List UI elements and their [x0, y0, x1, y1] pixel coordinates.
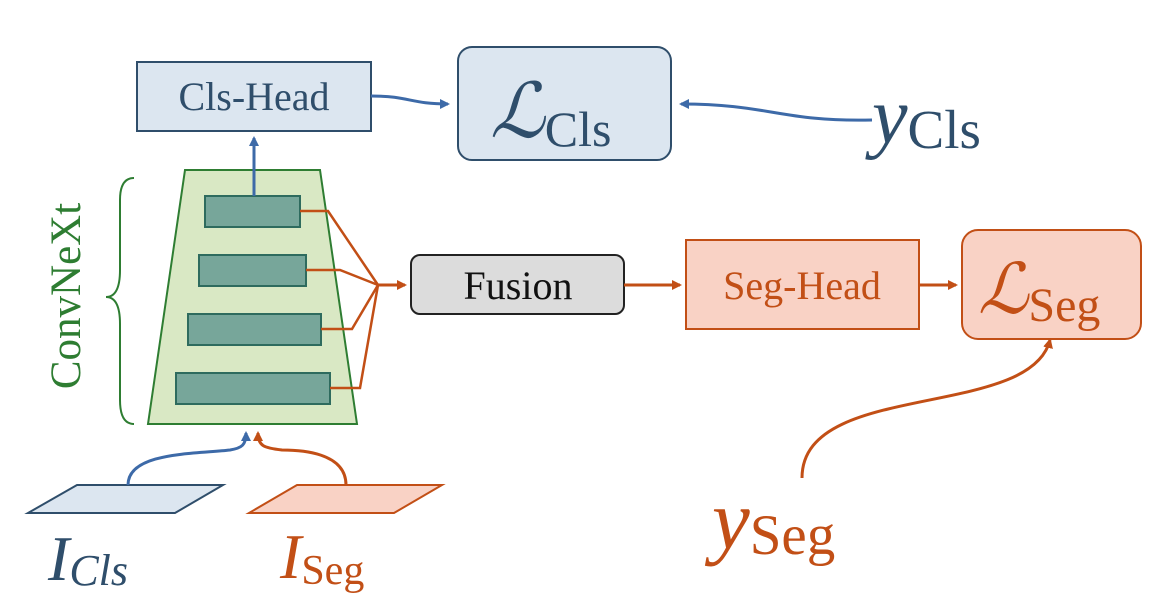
loss-cls-label: ℒCls [490, 66, 611, 157]
arrow-ycls-to-loss [679, 99, 873, 122]
seg-head-label: Seg-Head [723, 263, 881, 308]
loss-seg-label: ℒSeg [978, 248, 1100, 332]
input-seg-symbol: I [279, 521, 304, 592]
input-seg-sub: Seg [301, 548, 364, 594]
connector-stage-4 [330, 284, 380, 390]
feature-stage-1 [204, 195, 301, 228]
y-cls-symbol: y [865, 73, 908, 161]
feature-stage-3 [187, 313, 322, 346]
fusion-label: Fusion [464, 263, 573, 308]
arrow-yseg-to-loss [800, 338, 1053, 479]
y-cls-label: yCls [865, 73, 981, 161]
input-cls-plane [24, 484, 227, 514]
loss-cls-sub: Cls [545, 101, 612, 157]
backbone-trapezoid [146, 169, 359, 425]
input-cls-symbol: I [47, 523, 72, 594]
feature-stage-2 [198, 254, 307, 287]
connector-stage-3 [321, 284, 380, 331]
seg-head-box [685, 239, 920, 330]
arrow-cls-head-to-loss [370, 94, 450, 109]
loss-cls-box [457, 46, 672, 161]
y-cls-sub: Cls [908, 99, 981, 160]
cls-head-label: Cls-Head [178, 74, 329, 119]
arrow-input-cls-to-backbone [126, 431, 251, 486]
loss-seg-sub: Seg [1028, 279, 1100, 332]
loss-seg-symbol: ℒ [978, 248, 1030, 330]
input-cls-label: ICls [47, 523, 128, 595]
backbone-label: ConvNeXt [43, 203, 90, 389]
arrow-input-seg-to-backbone [253, 431, 348, 486]
input-seg-label: ISeg [279, 521, 364, 594]
input-cls-sub: Cls [69, 546, 128, 595]
cls-head-box [136, 61, 372, 132]
connector-stage-2 [306, 268, 379, 287]
y-seg-label: ySeg [704, 473, 835, 567]
connector-stage-1 [300, 209, 380, 286]
input-seg-plane [245, 484, 446, 514]
backbone-brace [105, 177, 135, 425]
y-seg-symbol: y [704, 473, 750, 567]
feature-stage-4 [175, 372, 331, 405]
loss-cls-symbol: ℒ [490, 66, 547, 155]
y-seg-sub: Seg [750, 504, 836, 567]
